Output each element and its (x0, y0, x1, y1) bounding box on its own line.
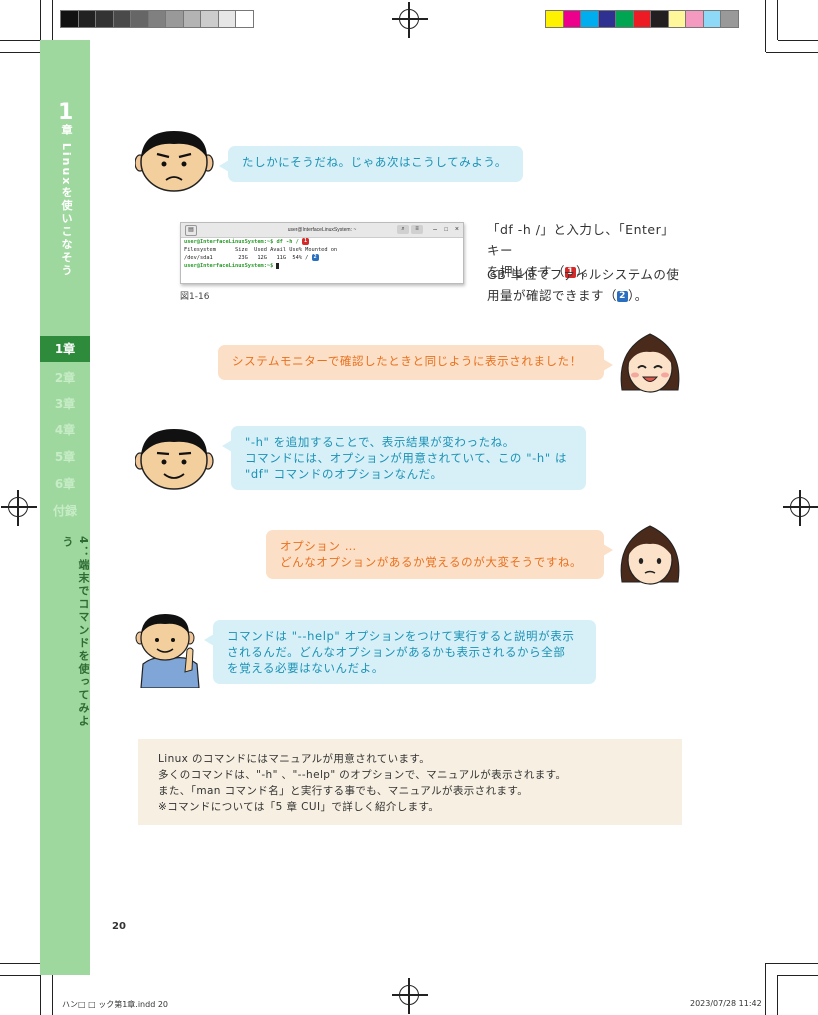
terminal-badge-2: 2 (311, 254, 319, 261)
note-line: また、「man コマンド名」と実行する事でも、マニュアルが表示されます。 (158, 785, 529, 797)
terminal-screenshot: ▤ user@InterfaceLinuxSystem: ~ ⌕ ≡ – □ ×… (180, 222, 464, 284)
crop-mark (777, 975, 778, 1015)
crop-mark (0, 40, 40, 41)
crop-mark (778, 975, 818, 976)
search-icon[interactable]: ⌕ (397, 225, 409, 234)
crop-mark (765, 963, 766, 1015)
chapter-sidebar (40, 40, 90, 975)
woman-happy-avatar (620, 333, 680, 393)
man-pointing-avatar (135, 614, 200, 688)
registration-mark (392, 2, 428, 38)
terminal-line: user@InterfaceLinuxSystem:~$ (181, 262, 463, 270)
speech-bubble-3: "-h" を追加することで、表示結果が変わったね。コマンドには、オプションが用意… (222, 426, 586, 490)
terminal-line: Filesystem Size Used Avail Use% Mounted … (184, 247, 338, 253)
crop-mark (40, 0, 41, 40)
speech-bubble-4: オプション …どんなオプションがあるか覚えるのが大変そうですね。 (266, 530, 613, 579)
info-note: Linux のコマンドにはマニュアルが用意されています。 多くのコマンドは、"-… (138, 739, 682, 825)
figure-description-1: 「df -h /」と入力し、「Enter」キー を押します（1）。 (487, 222, 675, 279)
note-line: 多くのコマンドは、"-h" 、"--help" のオプションで、マニュアルが表示… (158, 769, 567, 781)
speech-bubble-2: システムモニターで確認したときと同じように表示されました！ (218, 345, 613, 380)
crop-mark (0, 963, 52, 964)
sidebar-item-ch6[interactable]: 6章 (54, 477, 76, 491)
crop-mark (52, 963, 53, 1015)
crop-mark (52, 0, 53, 52)
section-title: 4：端末でコマンドを使ってみよう (61, 536, 90, 728)
badge-1: 1 (565, 267, 577, 278)
crop-mark (778, 40, 818, 41)
crop-mark (0, 975, 40, 976)
cursor (276, 262, 280, 269)
sidebar-item-ch5[interactable]: 5章 (54, 450, 76, 464)
speech-bubble-5: コマンドは "--help" オプションをつけて実行すると説明が表示されるんだ。… (204, 620, 596, 684)
crop-mark (777, 0, 778, 40)
man-frown-avatar (135, 131, 214, 192)
crop-mark (0, 52, 52, 53)
terminal-line: /dev/sda1 23G 12G 11G 54% / 2 (184, 254, 319, 261)
registration-mark (392, 978, 428, 1014)
terminal-badge-1: 1 (302, 238, 310, 245)
chapter-title: 章 Linuxを使いこなそう (60, 124, 73, 278)
sidebar-item-ch3[interactable]: 3章 (54, 397, 76, 411)
sidebar-item-appendix[interactable]: 付録 (52, 504, 77, 518)
minimize-icon[interactable]: – (433, 226, 437, 233)
figure-caption: 図1-16 (180, 292, 210, 302)
badge-2: 2 (617, 291, 629, 302)
terminal-titlebar: ▤ user@InterfaceLinuxSystem: ~ ⌕ ≡ – □ × (181, 223, 463, 238)
sidebar-item-ch1[interactable]: 1章 (40, 336, 90, 362)
maximize-icon[interactable]: □ (444, 227, 448, 233)
crop-mark (765, 0, 766, 52)
sidebar-item-ch2[interactable]: 2章 (54, 371, 76, 385)
figure-description-2: GB 単位でファイルシステムの使 用量が確認できます（2）。 (487, 267, 680, 303)
footer-timestamp: 2023/07/28 11:42 (690, 999, 762, 1008)
terminal-title: user@InterfaceLinuxSystem: ~ (287, 227, 357, 233)
grayscale-strip (60, 10, 254, 29)
sidebar-item-ch4[interactable]: 4章 (54, 423, 76, 437)
note-line: Linux のコマンドにはマニュアルが用意されています。 (158, 753, 431, 765)
terminal-menu-icon[interactable]: ▤ (185, 225, 197, 236)
page-number: 20 (112, 921, 126, 932)
registration-mark (783, 490, 818, 526)
speech-bubble-1: たしかにそうだね。じゃあ次はこうしてみよう。 (219, 146, 523, 182)
registration-mark (1, 490, 37, 526)
chapter-number: 1 (58, 100, 74, 125)
crop-mark (40, 975, 41, 1015)
hamburger-icon[interactable]: ≡ (411, 225, 423, 234)
terminal-line: user@InterfaceLinuxSystem:~$ df -h / 1 (184, 238, 310, 245)
man-smile-avatar (135, 429, 214, 490)
crop-mark (766, 963, 818, 964)
woman-worried-avatar (620, 525, 680, 585)
color-strip (545, 10, 739, 29)
note-line: ※コマンドについては「5 章 CUI」で詳しく紹介します。 (158, 801, 440, 813)
close-icon[interactable]: × (454, 226, 459, 233)
footer-filename: ハン□ □ ック第1章.indd 20 (62, 1000, 169, 1009)
crop-mark (766, 52, 818, 53)
